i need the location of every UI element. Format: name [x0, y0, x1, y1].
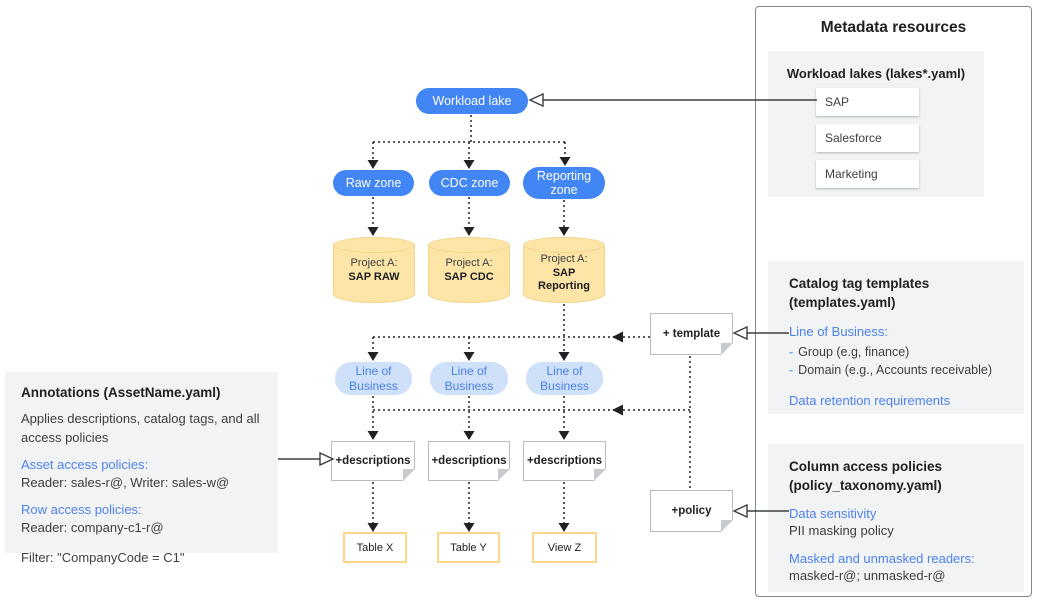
data-retention-heading: Data retention requirements: [789, 393, 951, 408]
data-sensitivity-text: PII masking policy: [789, 523, 894, 538]
annotations-body: Applies descriptions, catalog tags, and …: [21, 411, 260, 445]
folded-corner: [594, 469, 606, 481]
project-name: SAP RAW: [348, 270, 400, 283]
cdc-zone-node: CDC zone: [429, 170, 510, 196]
bullet-text: Domain (e.g., Accounts receivable): [798, 363, 993, 377]
project-name: SAP CDC: [444, 270, 494, 283]
cylinder-body: [428, 245, 510, 303]
row-access-text: Reader: company-c1-r@: [21, 520, 164, 535]
project-name: SAP Reporting: [538, 266, 590, 293]
data-sensitivity-heading: Data sensitivity: [789, 506, 877, 521]
folded-corner: [721, 520, 733, 532]
filter-text: Filter: "CompanyCode = C1": [21, 550, 185, 565]
lob-bullet-domain: - Domain (e.g., Accounts receivable): [789, 361, 1003, 379]
readers-heading: Masked and unmasked readers:: [789, 551, 975, 566]
descriptions-note-1: +descriptions: [331, 441, 415, 481]
view-z-node: View Z: [532, 532, 597, 563]
catalog-templates-heading: Catalog tag templates (templates.yaml): [789, 276, 930, 310]
project-sap-reporting-cylinder: Project A:SAP Reporting: [523, 237, 605, 303]
line-of-business-node-3: Line of Business: [526, 362, 603, 395]
row-access-heading: Row access policies:: [21, 502, 142, 517]
cylinder-top: [523, 237, 605, 253]
folded-corner: [403, 469, 415, 481]
cylinder-body: [333, 245, 415, 303]
lake-item-sap: SAP: [816, 88, 919, 116]
annotations-title: Annotations (AssetName.yaml): [21, 385, 221, 400]
workload-lakes-heading: Workload lakes (lakes*.yaml): [786, 66, 966, 81]
readers-text: masked-r@; unmasked-r@: [789, 568, 946, 583]
project-sap-cdc-cylinder: Project A:SAP CDC: [428, 237, 510, 303]
descriptions-note-3: +descriptions: [523, 441, 606, 481]
column-policies-heading: Column access policies (policy_taxonomy.…: [789, 459, 943, 493]
catalog-templates-section: Catalog tag templates (templates.yaml) L…: [768, 261, 1024, 414]
asset-access-heading: Asset access policies:: [21, 457, 149, 472]
cylinder-top: [333, 237, 415, 253]
line-of-business-node-2: Line of Business: [430, 362, 508, 395]
lob-heading: Line of Business:: [789, 324, 889, 339]
template-note: + template: [650, 313, 733, 355]
cylinder-top: [428, 237, 510, 253]
lake-item-marketing: Marketing: [816, 160, 919, 188]
workload-lakes-section: Workload lakes (lakes*.yaml) SAP Salesfo…: [768, 51, 984, 197]
project-sap-raw-cylinder: Project A:SAP RAW: [333, 237, 415, 303]
folded-corner: [498, 469, 510, 481]
policy-note: +policy: [650, 490, 733, 532]
lob-bullet-group: - Group (e.g, finance): [789, 343, 1003, 361]
bullet-dash: -: [789, 363, 794, 377]
reporting-zone-node: Reporting zone: [523, 167, 605, 199]
table-y-node: Table Y: [437, 532, 500, 563]
metadata-panel-title: Metadata resources: [820, 19, 967, 36]
project-prefix: Project A:: [445, 257, 493, 269]
project-prefix: Project A:: [350, 257, 398, 269]
workload-lake-node: Workload lake: [416, 88, 528, 114]
annotations-panel: Annotations (AssetName.yaml) Applies des…: [5, 372, 278, 565]
column-policies-section: Column access policies (policy_taxonomy.…: [768, 444, 1024, 592]
project-prefix: Project A:: [540, 253, 588, 265]
folded-corner: [721, 343, 733, 355]
raw-zone-node: Raw zone: [333, 170, 414, 196]
cylinder-body: [523, 245, 605, 303]
table-x-node: Table X: [343, 532, 407, 563]
asset-access-text: Reader: sales-r@, Writer: sales-w@: [21, 475, 230, 490]
line-of-business-node-1: Line of Business: [335, 362, 412, 395]
descriptions-note-2: +descriptions: [428, 441, 510, 481]
bullet-dash: -: [789, 345, 794, 359]
metadata-resources-panel: Metadata resources Workload lakes (lakes…: [755, 6, 1032, 597]
bullet-text: Group (e.g, finance): [798, 345, 910, 359]
lake-item-salesforce: Salesforce: [816, 124, 919, 152]
